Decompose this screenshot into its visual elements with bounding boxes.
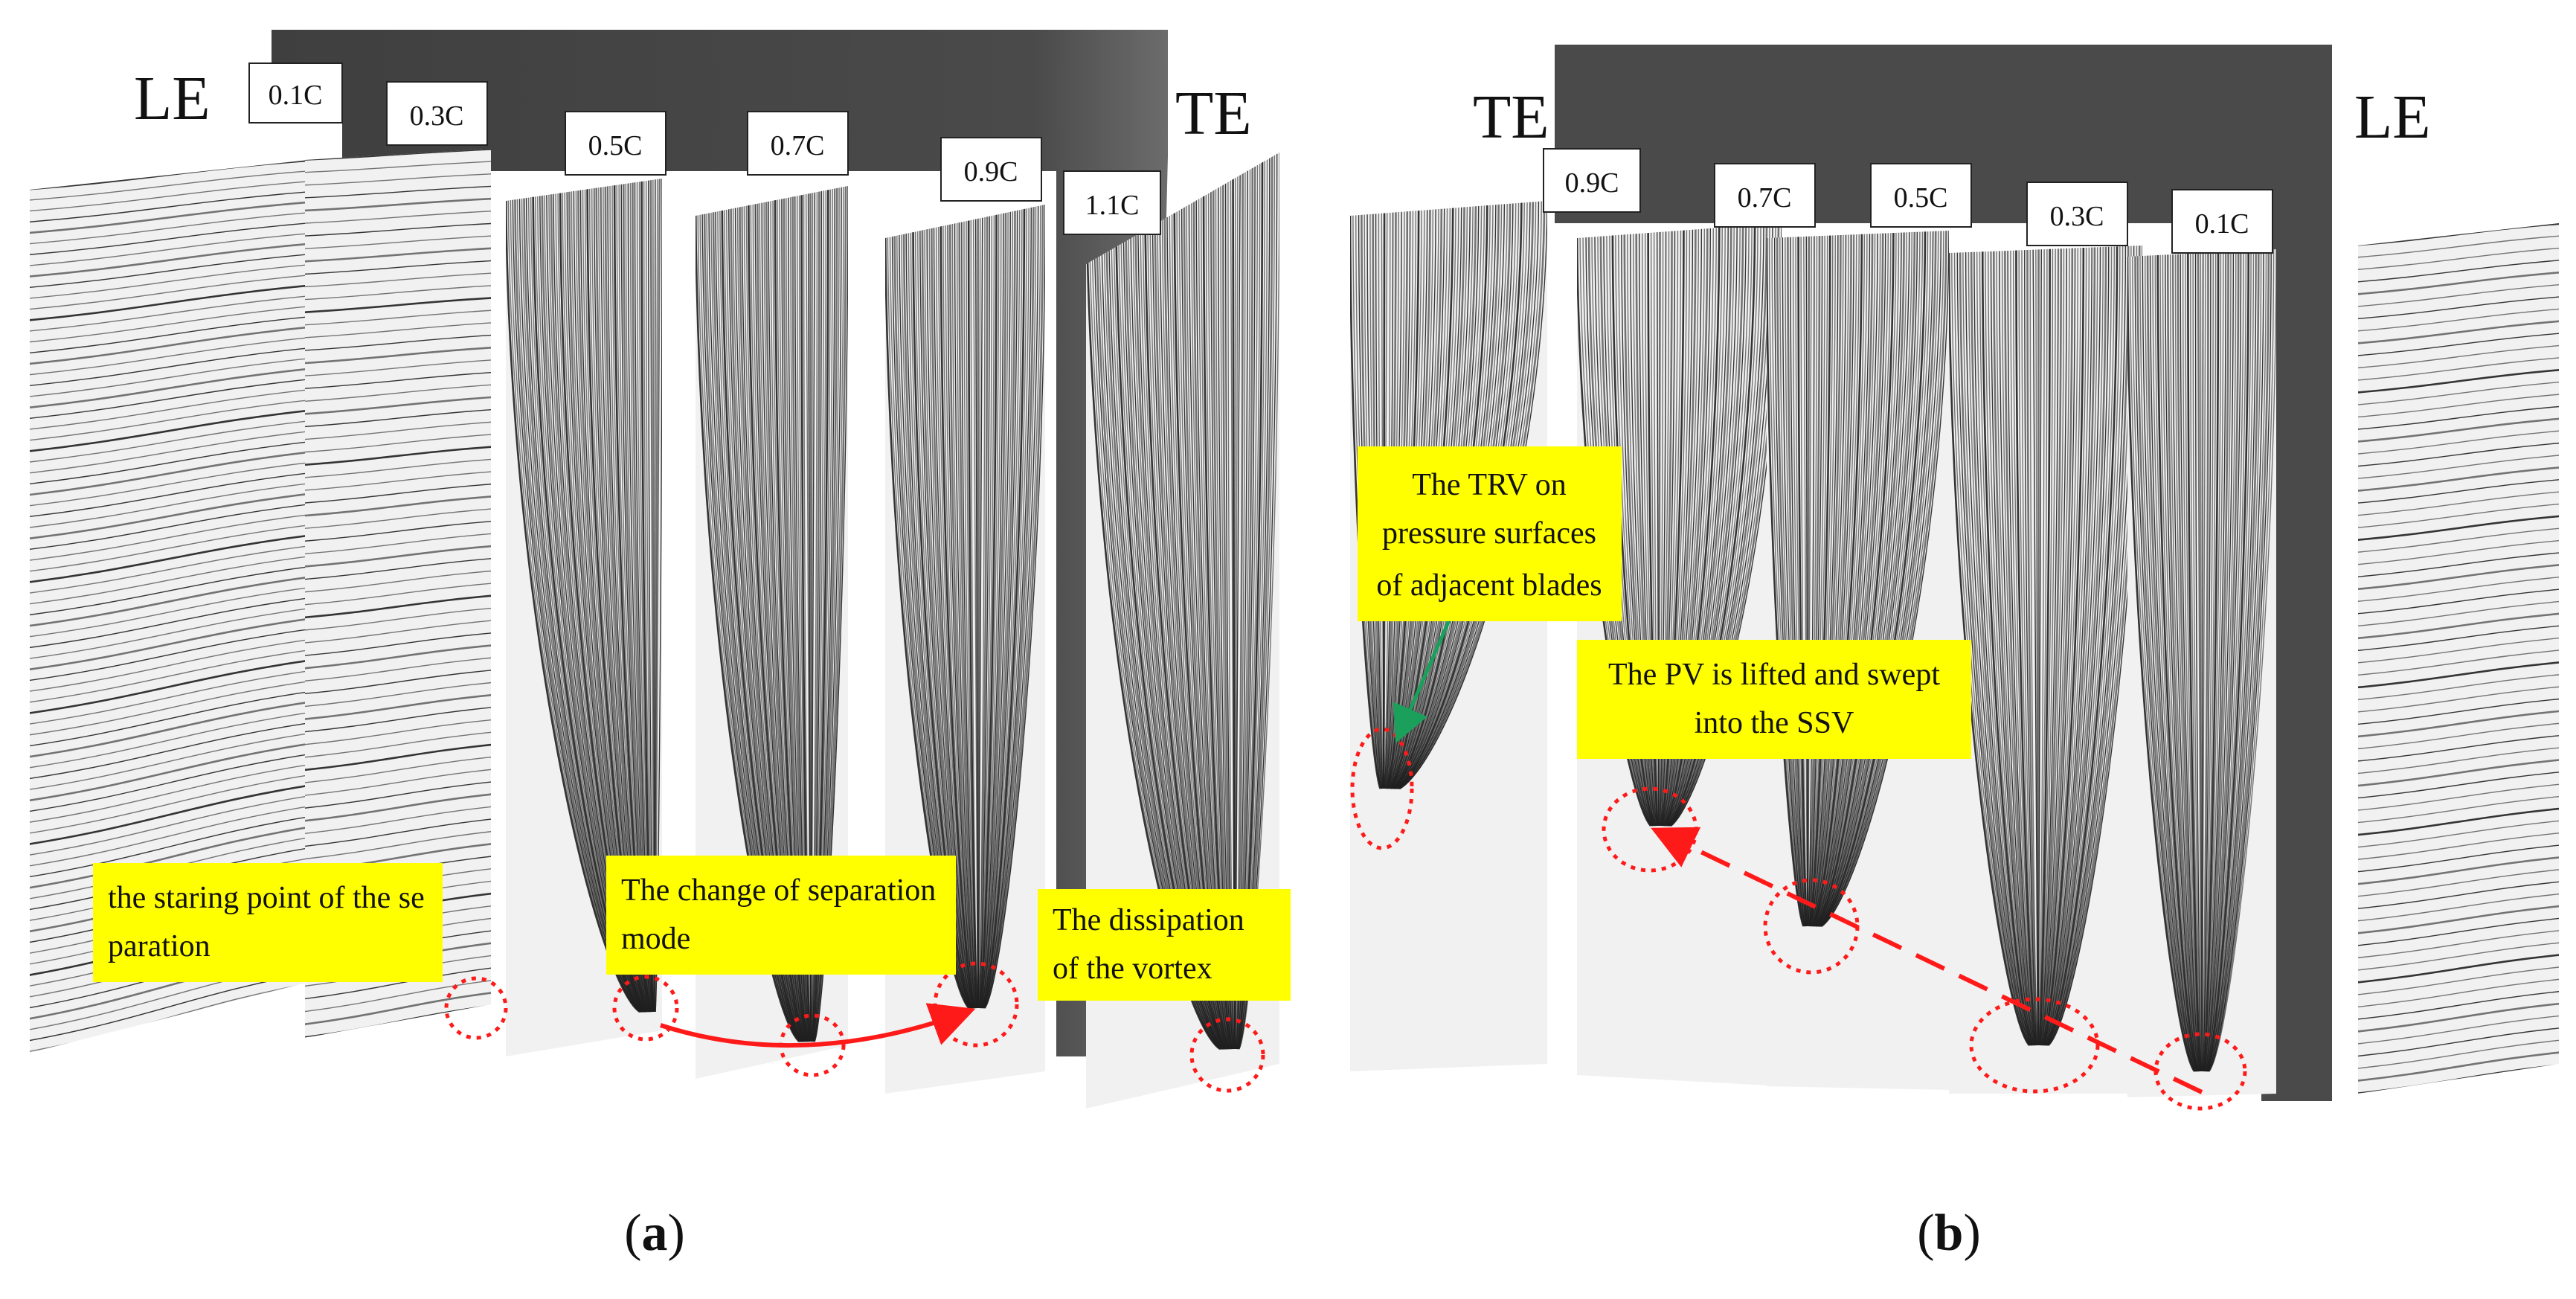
- annotation-trv: The TRV on pressure surfaces of adjacent…: [1358, 446, 1622, 621]
- streamline-plane: [1949, 246, 2142, 1094]
- section-label-0.5c: 0.5C: [1894, 182, 1948, 214]
- panel-b: TE LE 0.9C 0.7C 0.5C 0.3C 0.1C The TRV o…: [1350, 45, 2559, 1262]
- dashed-arrow: [1651, 827, 2203, 1094]
- trailing-edge-label: TE: [1175, 79, 1252, 148]
- dotted-circle-marker: [444, 976, 508, 1040]
- section-labels: 0.9C 0.7C 0.5C 0.3C 0.1C: [1543, 148, 2273, 254]
- svg-text:of the vortex: of the vortex: [1053, 952, 1212, 986]
- svg-text:the staring point of the se: the staring point of the se: [108, 881, 425, 915]
- streamline-plane: [2127, 249, 2276, 1097]
- streamline-plane: [1350, 201, 1547, 1071]
- svg-text:into the SSV: into the SSV: [1695, 706, 1854, 740]
- dotted-circle-marker: [612, 975, 679, 1042]
- panel-caption-a: (a): [624, 1205, 685, 1262]
- streamline-planes: [30, 149, 1279, 1109]
- panel-a: LE TE 0.1C 0.3C 0.5C 0.7C 0.9C 1.1C: [30, 30, 1291, 1262]
- dotted-circle-marker: [1189, 1017, 1265, 1093]
- dotted-circle-marker: [1350, 727, 1414, 850]
- curved-arrow: [660, 1003, 976, 1048]
- section-label-0.3c: 0.3C: [2050, 201, 2104, 232]
- svg-text:mode: mode: [621, 922, 690, 956]
- svg-text:The dissipation: The dissipation: [1053, 903, 1244, 937]
- section-label-0.3c: 0.3C: [410, 100, 464, 132]
- svg-text:The change of separation: The change of separation: [621, 873, 936, 908]
- annotation-separation-mode: The change of separation mode: [606, 856, 956, 975]
- section-labels: 0.1C 0.3C 0.5C 0.7C 0.9C 1.1C: [248, 62, 1161, 235]
- annotation-starting-point: the staring point of the se paration: [93, 863, 443, 982]
- annotation-pv-lifted: The PV is lifted and swept into the SSV: [1577, 640, 1971, 759]
- section-label-0.7c: 0.7C: [771, 130, 825, 161]
- section-label-0.5c: 0.5C: [588, 130, 643, 161]
- section-label-0.9c: 0.9C: [964, 156, 1018, 187]
- svg-text:pressure surfaces: pressure surfaces: [1382, 516, 1596, 551]
- leading-edge-label: LE: [2354, 83, 2431, 152]
- streamline-plane: [1086, 153, 1279, 1109]
- section-label-0.7c: 0.7C: [1738, 182, 1792, 214]
- svg-text:The PV is lifted and swept: The PV is lifted and swept: [1608, 658, 1940, 692]
- section-label-0.9c: 0.9C: [1565, 167, 1619, 199]
- section-label-0.1c: 0.1C: [269, 80, 323, 111]
- dotted-circle-marker: [1969, 997, 2100, 1094]
- leading-edge-label: LE: [134, 64, 211, 133]
- panel-caption-b: (b): [1917, 1205, 1981, 1262]
- section-label-0.1c: 0.1C: [2195, 208, 2249, 240]
- section-label-1.1c: 1.1C: [1085, 190, 1140, 221]
- svg-text:The TRV on: The TRV on: [1412, 468, 1566, 502]
- svg-text:paration: paration: [108, 929, 211, 963]
- trailing-edge-label: TE: [1473, 83, 1549, 152]
- annotation-vortex-dissipation: The dissipation of the vortex: [1038, 889, 1291, 1001]
- streamline-plane: [2358, 223, 2559, 1094]
- svg-text:of adjacent blades: of adjacent blades: [1376, 568, 1602, 603]
